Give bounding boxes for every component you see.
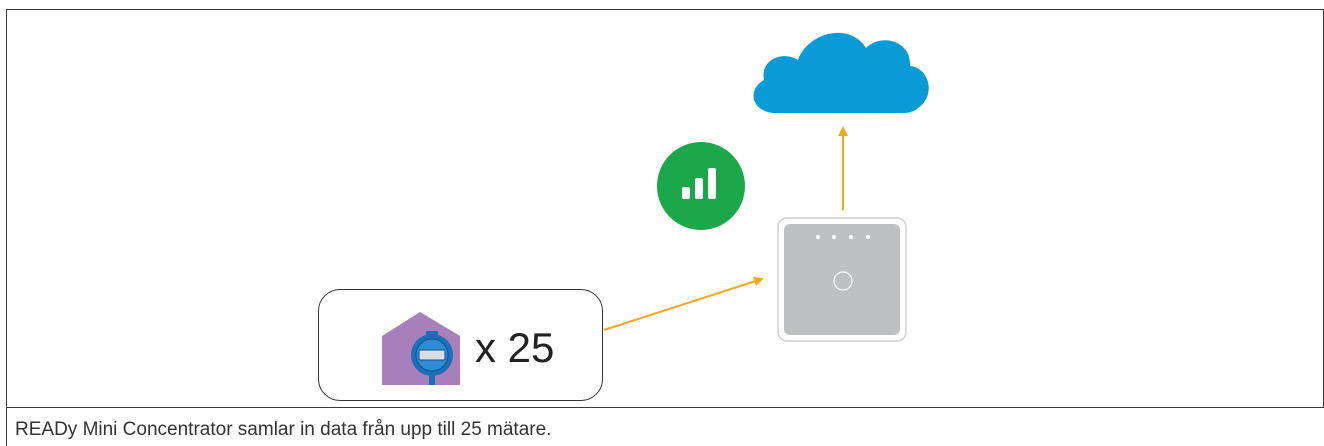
meters-to-device-arrow bbox=[603, 276, 764, 331]
cloud-icon bbox=[753, 32, 929, 113]
figure-caption: READy Mini Concentrator samlar in data f… bbox=[15, 419, 552, 440]
meter-count-label: x 25 bbox=[475, 324, 555, 371]
caption-bar: READy Mini Concentrator samlar in data f… bbox=[6, 408, 1324, 446]
diagram-canvas bbox=[603, 32, 929, 342]
concentrator-device-icon bbox=[777, 217, 907, 342]
house-water-meter-icon bbox=[382, 312, 460, 385]
meter-group-box bbox=[318, 289, 603, 401]
signal-bars-icon bbox=[657, 142, 745, 230]
